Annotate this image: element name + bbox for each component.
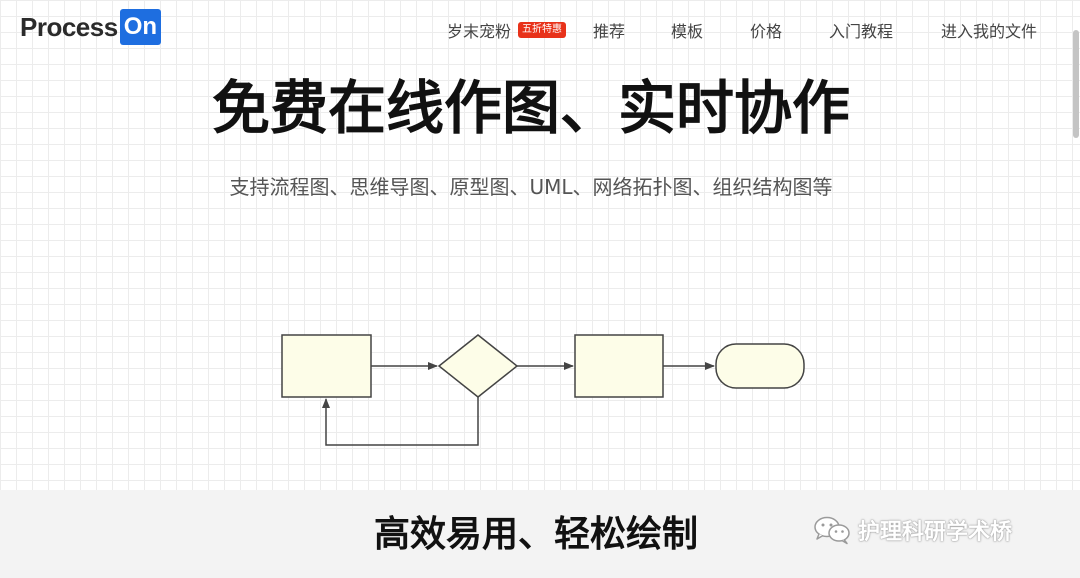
nav-item-templates[interactable]: 模板 [671,22,704,41]
hero-title: 免费在线作图、实时协作 [211,74,850,142]
nav-menu: 岁末宠粉 五折特惠 推荐 模板 价格 入门教程 进入我的文件 [0,0,1080,64]
flowchart-decision-node [437,334,519,398]
watermark-text: 护理科研学术桥 [858,520,1013,545]
promo-badge[interactable]: 五折特惠 [518,22,566,38]
nav-item-my-files[interactable]: 进入我的文件 [941,22,1038,41]
nav-item-promo[interactable]: 岁末宠粉 [447,22,512,41]
flowchart-terminator-node [715,343,805,389]
processon-logo[interactable]: Process On [20,9,162,45]
wechat-icon [814,516,850,545]
flowchart-loop-arrow [322,397,479,446]
logo-text-on: On [119,9,162,45]
section-title: 高效易用、轻松绘制 [373,514,698,555]
wechat-watermark: 护理科研学术桥 [812,514,1012,546]
nav-item-recommend[interactable]: 推荐 [593,22,626,41]
logo-text-process: Process [20,11,118,42]
hero-subtitle: 支持流程图、思维导图、原型图、UML、网络拓扑图、组织结构图等 [229,175,833,199]
nav-item-pricing[interactable]: 价格 [750,22,783,41]
flowchart-illustration [281,334,805,446]
nav-item-tutorial[interactable]: 入门教程 [829,22,894,41]
page-scrollbar[interactable] [1072,0,1080,578]
flowchart-process-node-1 [281,334,372,398]
scrollbar-thumb[interactable] [1073,30,1079,138]
flowchart-process-node-2 [574,334,664,398]
features-section-band [0,490,1080,578]
top-navbar: Process On 岁末宠粉 五折特惠 推荐 模板 价格 入门教程 进入我的文… [0,0,1080,64]
